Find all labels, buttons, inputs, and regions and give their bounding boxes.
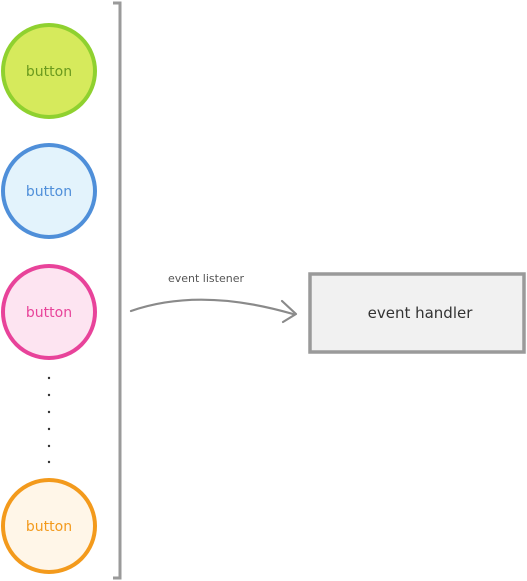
button-node-4: button [3, 480, 95, 572]
group-bracket [113, 3, 120, 578]
event-listener-label: event listener [168, 272, 244, 285]
button-label-2: button [26, 184, 72, 200]
ellipsis-dots [48, 377, 50, 463]
button-label-1: button [26, 64, 72, 80]
button-label-4: button [26, 519, 72, 535]
ellipsis-dot [48, 428, 50, 430]
button-node-3: button [3, 266, 95, 358]
ellipsis-dot [48, 377, 50, 379]
ellipsis-dot [48, 445, 50, 447]
button-node-1: button [3, 25, 95, 117]
event-handler-label: event handler [368, 304, 474, 322]
event-handler-box: event handler [310, 274, 524, 352]
event-listener-arrow [131, 300, 296, 322]
button-node-2: button [3, 145, 95, 237]
arrow-curve [131, 300, 293, 314]
button-label-3: button [26, 305, 72, 321]
ellipsis-dot [48, 411, 50, 413]
ellipsis-dot [48, 394, 50, 396]
ellipsis-dot [48, 461, 50, 463]
